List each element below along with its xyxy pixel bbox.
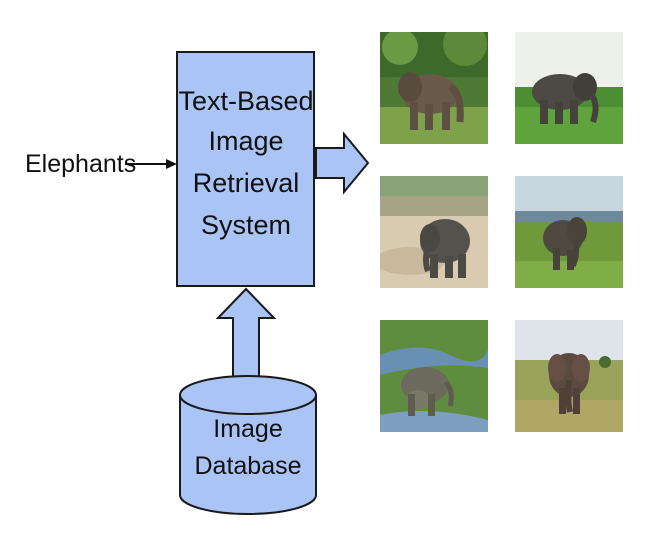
output-arrow — [315, 131, 370, 195]
input-arrow-head — [166, 159, 177, 169]
database-label-line-1: Image — [213, 415, 282, 443]
input-query-label: Elephants — [25, 150, 136, 178]
system-label-line-1: Text-Based — [178, 86, 313, 116]
system-label-line-2: Image — [208, 126, 283, 156]
result-image-2 — [515, 32, 623, 144]
elephant-photo — [515, 320, 623, 432]
elephant-photo — [380, 176, 488, 288]
system-label-line-4: System — [201, 210, 291, 240]
elephant-photo — [515, 32, 623, 144]
elephant-photo — [380, 32, 488, 144]
elephant-photo — [380, 320, 488, 432]
system-box — [176, 51, 315, 287]
elephant-photo — [515, 176, 623, 288]
result-image-5 — [380, 320, 488, 432]
database-cylinder — [179, 375, 317, 515]
database-arrow — [215, 287, 277, 379]
system-label-line-3: Retrieval — [193, 168, 300, 198]
result-image-1 — [380, 32, 488, 144]
database-label-line-2: Database — [194, 452, 301, 480]
result-image-3 — [380, 176, 488, 288]
result-image-4 — [515, 176, 623, 288]
result-image-6 — [515, 320, 623, 432]
